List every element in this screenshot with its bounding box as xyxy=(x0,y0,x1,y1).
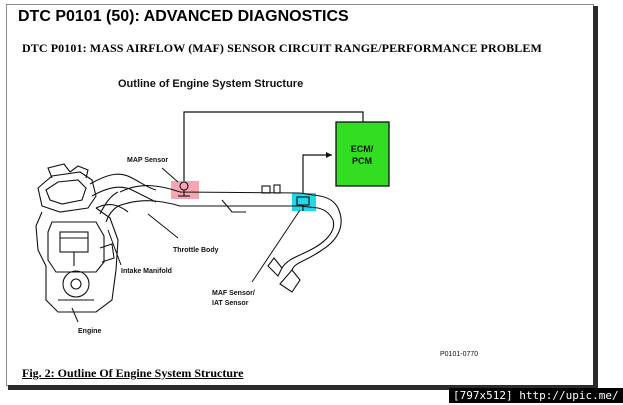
page-title: DTC P0101 (50): ADVANCED DIAGNOSTICS xyxy=(18,8,349,25)
frame-shadow-right xyxy=(593,6,598,386)
ecm-label-line1: ECM/ xyxy=(351,144,374,154)
engine-sketch xyxy=(35,163,157,313)
leader-lines xyxy=(71,167,301,323)
maf-sensor-wire xyxy=(302,154,332,196)
maf-sensor-symbol xyxy=(296,196,310,211)
map-sensor-label: MAP Sensor xyxy=(127,157,168,164)
map-sensor-wire xyxy=(183,111,364,181)
intake-tract xyxy=(99,184,342,293)
maf-sensor-label-line2: IAT Sensor xyxy=(212,300,249,307)
intake-manifold-label: Intake Manifold xyxy=(121,268,172,275)
watermark-badge: [797x512] http://upic.me/ xyxy=(449,388,623,403)
maf-sensor-label-line1: MAF Sensor/ xyxy=(212,290,255,297)
frame-shadow-bottom xyxy=(8,385,598,390)
engine-label: Engine xyxy=(78,328,101,335)
throttle-body-label: Throttle Body xyxy=(173,247,219,254)
maf-sensor-highlight xyxy=(292,193,316,211)
ecm-label-line2: PCM xyxy=(352,156,372,166)
page-subtitle: DTC P0101: MASS AIRFLOW (MAF) SENSOR CIR… xyxy=(22,41,542,55)
diagram-code: P0101-0770 xyxy=(440,351,478,358)
figure-caption: Fig. 2: Outline Of Engine System Structu… xyxy=(22,366,244,380)
diagram-heading: Outline of Engine System Structure xyxy=(118,78,303,90)
maf-wire-arrow xyxy=(326,152,332,158)
ecm-pcm-box xyxy=(335,121,390,187)
map-sensor-symbol xyxy=(178,181,190,197)
engine-system-diagram: Outline of Engine System Structure ECM/ … xyxy=(35,78,478,358)
